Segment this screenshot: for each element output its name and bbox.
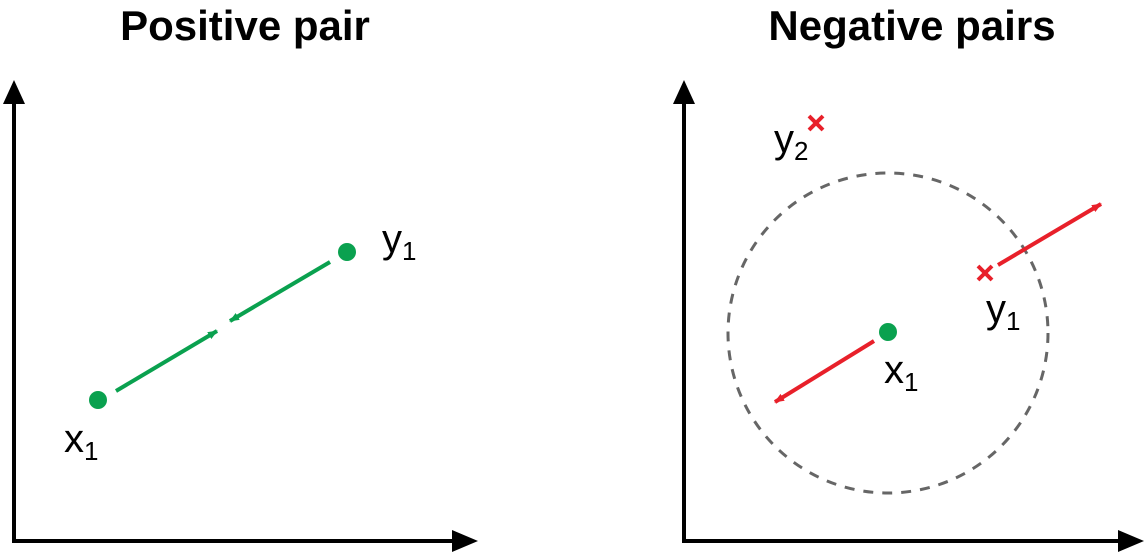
pull-arrow-y1-to-x1 [228,260,332,323]
label-x1: x1 [64,417,98,466]
margin-boundary-circle [726,171,1050,495]
push-arrow-y1-away [996,202,1103,267]
x-axis-arrowhead [452,530,478,552]
label-y2: y2 [774,117,808,166]
negative-panel-title: Negative pairs [768,2,1055,49]
x-axis-arrowhead [1118,530,1144,552]
y-axis-arrowhead [673,80,695,104]
label-y1: y1 [382,217,416,266]
y-axis-arrowhead [3,80,25,104]
negative-point-y1 [976,264,994,282]
label-x1: x1 [884,348,918,397]
anchor-point-x1 [89,391,107,409]
negative-pairs-panel: Negative pairs x1 y1 [673,2,1144,552]
negative-point-y2 [807,114,825,132]
positive-point-y1 [338,243,356,261]
positive-panel-title: Positive pair [120,2,370,49]
positive-panel-axes [3,80,478,552]
pull-arrow-x1-to-y1 [114,329,219,393]
negative-panel-axes [673,80,1144,552]
push-arrow-x1-away [773,339,876,404]
anchor-point-x1 [879,323,897,341]
positive-pair-panel: Positive pair x1 y1 [3,2,478,552]
label-y1: y1 [986,287,1020,336]
